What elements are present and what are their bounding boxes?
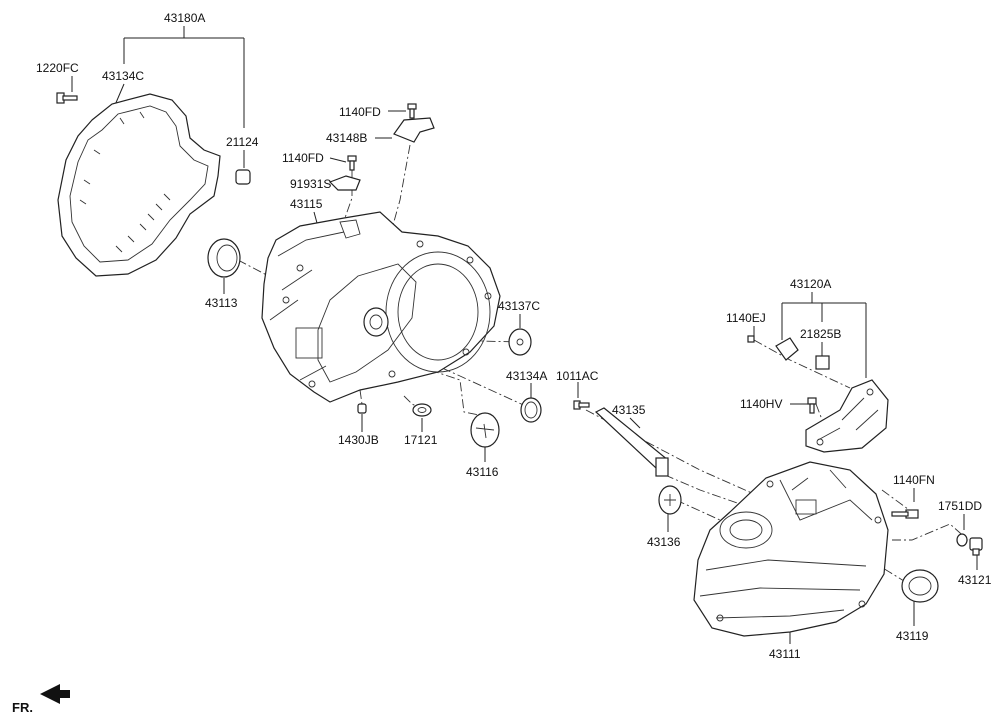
leader-lines — [71, 26, 978, 644]
part-labels: 43180A 1220FC 43134C 21124 1140FD 43148B… — [12, 11, 992, 715]
label-1140hv: 1140HV — [740, 397, 782, 411]
bolt-1220fc — [56, 92, 78, 104]
label-17121: 17121 — [404, 433, 438, 447]
label-43121: 43121 — [958, 573, 992, 587]
label-43137c: 43137C — [498, 299, 540, 313]
label-91931s: 91931S — [290, 177, 331, 191]
front-direction-arrow-icon — [40, 684, 70, 704]
label-43115: 43115 — [290, 197, 323, 211]
label-1140fd-lower: 1140FD — [282, 151, 324, 165]
bracket-43135 — [594, 407, 669, 477]
label-43136: 43136 — [647, 535, 681, 549]
label-43135: 43135 — [612, 403, 646, 417]
washer-17121 — [412, 403, 432, 417]
transaxle-case-43111 — [693, 461, 889, 637]
bolt-1140hv — [807, 397, 817, 414]
label-21825b: 21825B — [800, 327, 841, 341]
label-1140fn: 1140FN — [893, 473, 935, 487]
seal-43134a — [520, 397, 542, 423]
label-43116: 43116 — [466, 465, 499, 479]
clutch-housing-43115 — [261, 211, 501, 403]
label-43119: 43119 — [896, 629, 929, 643]
label-1140fd-top: 1140FD — [339, 105, 381, 119]
label-43134c: 43134C — [102, 69, 144, 83]
block-21825b — [815, 355, 830, 370]
washer-1751dd — [956, 533, 968, 547]
bolt-1140ej — [747, 335, 755, 343]
label-1751dd: 1751DD — [938, 499, 982, 513]
label-1140ej: 1140EJ — [726, 311, 766, 325]
clip-91931s — [328, 175, 361, 191]
seal-43113 — [207, 238, 241, 278]
label-1220fc: 1220FC — [36, 61, 79, 75]
bolt-1011ac — [573, 400, 590, 410]
label-43180a: 43180A — [164, 11, 205, 25]
label-1430jb: 1430JB — [338, 433, 379, 447]
plug-43121 — [969, 537, 983, 556]
label-43113: 43113 — [205, 296, 238, 310]
bolt-1140fd-top — [407, 103, 417, 119]
label-43148b: 43148B — [326, 131, 367, 145]
dowel-21124 — [235, 169, 251, 185]
bolt-1140fd-lower — [347, 155, 357, 171]
bolt-1140fn — [891, 509, 919, 519]
plug-1430jb — [357, 403, 367, 414]
label-43120a: 43120A — [790, 277, 831, 291]
mount-bracket-43120a — [805, 379, 889, 453]
label-43134a: 43134A — [506, 369, 547, 383]
bracket-43148b — [393, 117, 435, 143]
plate-43137c — [508, 328, 532, 356]
front-direction-label: FR. — [12, 700, 33, 715]
plate-43116 — [470, 412, 500, 448]
plate-43136 — [658, 485, 682, 515]
gasket-43134c — [57, 93, 221, 277]
seal-43119 — [901, 569, 939, 603]
label-21124: 21124 — [226, 135, 259, 149]
bracket-43120a-small — [775, 337, 799, 361]
label-43111: 43111 — [769, 647, 801, 661]
label-1011ac: 1011AC — [556, 369, 599, 383]
